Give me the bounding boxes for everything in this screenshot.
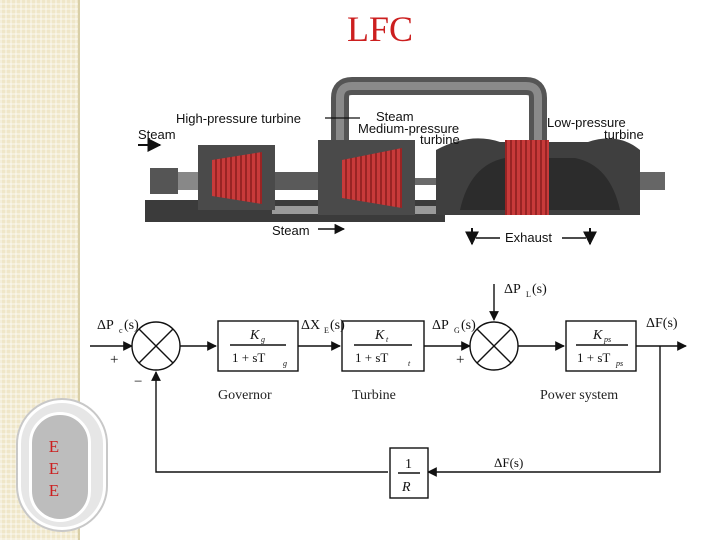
sign-minus-1: − <box>134 374 142 390</box>
label-mp-turbine-1: Medium-pressure <box>358 121 459 136</box>
signal-pg-sub: G <box>454 326 460 335</box>
droop-num: 1 <box>405 457 412 472</box>
summing-junction-1 <box>131 321 181 371</box>
label-steam-in: Steam <box>138 127 176 142</box>
sidebar-divider <box>78 0 80 540</box>
governor-block <box>217 320 299 372</box>
power-num: K <box>592 328 603 343</box>
badge-letter-1: E <box>48 437 60 456</box>
signal-xe-arg: (s) <box>330 318 345 333</box>
governor-label: Governor <box>218 388 272 403</box>
label-steam-bottom: Steam <box>272 223 310 238</box>
slide-sidebar-pattern <box>0 0 80 540</box>
badge-inner <box>29 412 91 522</box>
governor-transfer-function: K g 1 + sT g <box>232 328 287 368</box>
coupling-left <box>150 168 178 194</box>
block-diagram <box>90 284 687 499</box>
label-exhaust: Exhaust <box>505 230 552 245</box>
label-lp-turbine-2: turbine <box>604 127 644 142</box>
signal-pc-arg: (s) <box>124 318 139 333</box>
power-den-sub: ps <box>615 359 623 368</box>
power-num-sub: ps <box>603 335 611 344</box>
badge-letter-3: E <box>48 481 60 500</box>
turbine-block <box>341 320 425 372</box>
turbine-den: 1 + sT <box>355 350 388 365</box>
power-system-block <box>565 320 637 372</box>
hp-blades <box>212 152 262 204</box>
coupling-right <box>640 172 665 190</box>
signal-f-out: ΔF(s) <box>646 316 678 331</box>
hp-mp-connector <box>275 172 320 190</box>
power-system-label: Power system <box>540 388 618 403</box>
wire-feedback-left <box>151 371 388 473</box>
droop-den: R <box>401 480 411 495</box>
power-system-transfer-function: K ps 1 + sT ps <box>577 328 623 368</box>
governor-den-sub: g <box>283 359 287 368</box>
power-den: 1 + sT <box>577 350 610 365</box>
sign-plus-2: + <box>456 352 464 368</box>
inlet-valve <box>178 172 200 190</box>
wire-feedback-right <box>427 346 661 477</box>
signal-xe: ΔX <box>301 318 320 333</box>
label-steam-cross: Steam <box>376 109 414 124</box>
governor-num: K <box>249 328 260 343</box>
signal-pl-sub: L <box>526 290 531 299</box>
turbine-illustration: High-pressure turbine Steam Steam Medium… <box>138 77 665 246</box>
turbine-den-sub: t <box>408 359 411 368</box>
sign-plus-1: + <box>110 352 118 368</box>
turbine-label: Turbine <box>352 388 396 403</box>
signal-pl-arg: (s) <box>532 282 547 297</box>
governor-num-sub: g <box>261 335 265 344</box>
signal-pl: ΔP <box>504 282 521 297</box>
mp-blades <box>342 148 402 208</box>
signal-xe-sub: E <box>324 326 329 335</box>
label-hp-turbine: High-pressure turbine <box>176 111 301 126</box>
lp-blades <box>505 140 549 215</box>
label-lp-turbine-1: Low-pressure <box>547 115 626 130</box>
slide-title: LFC <box>346 9 414 49</box>
droop-transfer-function: 1 R <box>401 457 412 495</box>
turbine-num: K <box>374 328 385 343</box>
turbine-transfer-function: K t 1 + sT t <box>355 328 411 368</box>
signal-labels: ΔP c (s) ΔX E (s) ΔP G (s) ΔP L (s) ΔF(s… <box>97 282 678 470</box>
signal-pg: ΔP <box>432 318 449 333</box>
signal-pc: ΔP <box>97 318 114 333</box>
signal-pc-sub: c <box>119 326 123 335</box>
signal-f-feedback: ΔF(s) <box>494 455 523 470</box>
signal-pg-arg: (s) <box>461 318 476 333</box>
turbine-num-sub: t <box>386 335 389 344</box>
label-mp-turbine-2: turbine <box>420 132 460 147</box>
junction-signs: + − + <box>110 352 464 390</box>
badge-letter-2: E <box>48 459 60 478</box>
summing-junction-2 <box>469 321 519 371</box>
crossover-pipe-highlight <box>336 82 542 150</box>
governor-den: 1 + sT <box>232 350 265 365</box>
